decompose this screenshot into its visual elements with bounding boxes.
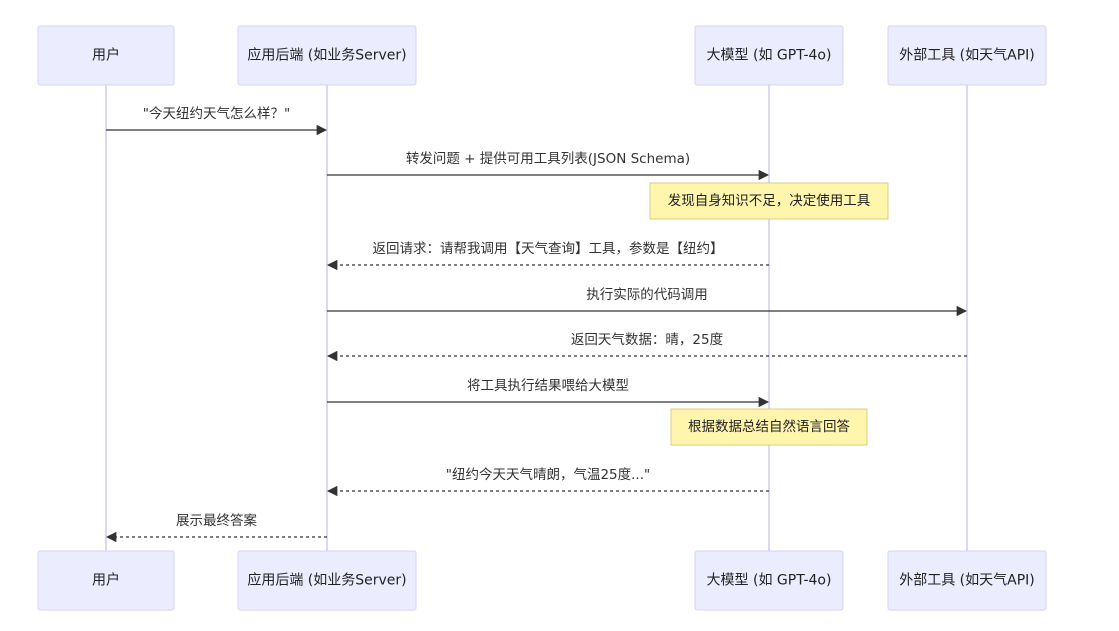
participant-label: 用户 xyxy=(92,572,120,589)
message-label: 执行实际的代码调用 xyxy=(586,287,708,303)
message: 展示最终答案 xyxy=(105,512,327,543)
participant-label: 应用后端 (如业务Server) xyxy=(247,572,406,589)
participant-box xyxy=(887,25,1047,86)
participant-label: 大模型 (如 GPT-4o) xyxy=(707,573,832,589)
participant-label: 外部工具 (如天气API) xyxy=(899,573,1035,589)
participants-bottom: 用户 应用后端 (如业务Server) 大模型 (如 GPT-4o) 外部工具 (如天… xyxy=(37,550,1047,611)
message-label: 展示最终答案 xyxy=(176,512,257,529)
participant-box xyxy=(694,550,844,611)
message: 执行实际的代码调用 xyxy=(327,287,968,317)
note: 发现自身知识不足，决定使用工具 xyxy=(649,182,889,220)
message-label: 返回请求：请帮我调用【天气查询】工具，参数是【纽约】 xyxy=(373,240,724,257)
message: "今天纽约天气怎么样？" xyxy=(106,106,328,136)
participant-label: 大模型 (如 GPT-4o) xyxy=(707,48,832,64)
note: 根据数据总结自然语言回答 xyxy=(670,408,868,446)
participants-top: 用户 应用后端 (如业务Server) 大模型 (如 GPT-4o) 外部工具 (如天… xyxy=(37,25,1047,86)
lifelines xyxy=(105,85,968,551)
message: 返回请求：请帮我调用【天气查询】工具，参数是【纽约】 xyxy=(326,240,769,271)
participant-user-top: 用户 xyxy=(37,25,175,86)
participant-box xyxy=(237,550,417,611)
participant-box xyxy=(694,25,844,86)
message: 将工具执行结果喂给大模型 xyxy=(327,378,770,408)
participant-label: 外部工具 (如天气API) xyxy=(899,48,1035,64)
message-label: 将工具执行结果喂给大模型 xyxy=(467,378,629,394)
message: "纽约今天天气晴朗，气温25度..." xyxy=(326,467,769,497)
participant-llm-bottom: 大模型 (如 GPT-4o) xyxy=(694,550,844,611)
participant-backend-top: 应用后端 (如业务Server) xyxy=(237,25,417,86)
note-box xyxy=(670,408,868,446)
message-label: "今天纽约天气怎么样？" xyxy=(143,106,290,122)
note-label: 根据数据总结自然语言回答 xyxy=(688,418,850,435)
message-label: 返回天气数据：晴，25度 xyxy=(571,332,723,348)
message-label: "纽约今天天气晴朗，气温25度..." xyxy=(446,467,650,483)
message-label: 转发问题 + 提供可用工具列表(JSON Schema) xyxy=(406,151,690,167)
participant-box xyxy=(887,550,1047,611)
participant-user-bottom: 用户 xyxy=(37,550,175,611)
note-box xyxy=(649,182,889,220)
participant-tool-bottom: 外部工具 (如天气API) xyxy=(887,550,1047,611)
participant-label: 用户 xyxy=(92,47,120,64)
messages: "今天纽约天气怎么样？" 转发问题 + 提供可用工具列表(JSON Schema)… xyxy=(105,106,968,543)
message: 转发问题 + 提供可用工具列表(JSON Schema) xyxy=(327,151,770,181)
participant-box xyxy=(37,25,175,86)
participant-label: 应用后端 (如业务Server) xyxy=(247,47,406,64)
message: 返回天气数据：晴，25度 xyxy=(326,332,967,362)
participant-box xyxy=(237,25,417,86)
participant-box xyxy=(37,550,175,611)
participant-llm-top: 大模型 (如 GPT-4o) xyxy=(694,25,844,86)
note-label: 发现自身知识不足，决定使用工具 xyxy=(668,192,871,209)
participant-tool-top: 外部工具 (如天气API) xyxy=(887,25,1047,86)
participant-backend-bottom: 应用后端 (如业务Server) xyxy=(237,550,417,611)
